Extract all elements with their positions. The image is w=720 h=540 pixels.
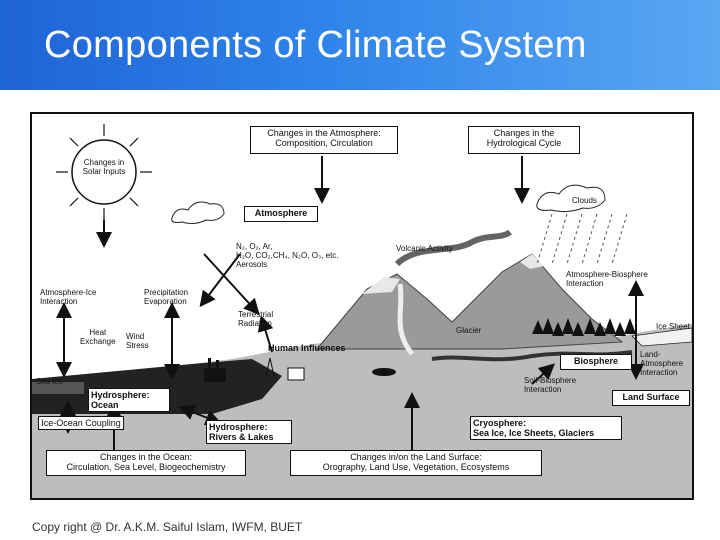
title-bar: Components of Climate System [0,0,720,90]
terrestrial-line1: Terrestrial [238,310,273,319]
hydro-changes-box: Changes in the Hydrological Cycle [468,126,580,154]
ocean-changes-line1: Changes in the Ocean: [49,452,243,462]
slide-title: Components of Climate System [44,24,587,67]
gases-line3: Aerosols [236,260,339,269]
atm-bio-label: Atmosphere-Biosphere Interaction [566,270,648,288]
atm-bio-line2: Interaction [566,279,648,288]
precip-line2: Evaporation [144,297,188,306]
ice-sheet-label: Ice Sheet [656,322,690,331]
land-changes-line1: Changes in/on the Land Surface: [293,452,539,462]
gases-label: N₂, O₂, Ar, H₂O, CO₂,CH₄, N₂O, O₃, etc. … [236,242,339,269]
land-surface-box: Land Surface [612,390,690,406]
house [288,368,304,380]
soil-bio-label: Soil-Biosphere Interaction [524,376,576,394]
cloud-left [172,202,224,224]
hydro-rivers-line2: Rivers & Lakes [209,432,289,442]
land-changes-box: Changes in/on the Land Surface: Orograph… [290,450,542,476]
terrestrial-line2: Radiation [238,319,273,328]
factory [204,368,226,382]
atm-ice-line1: Atmosphere-Ice [40,288,96,297]
terrestrial-label: Terrestrial Radiation [238,310,273,328]
cryosphere-line1: Cryosphere: [473,418,619,428]
soil-bio-line1: Soil-Biosphere [524,376,576,385]
atm-ice-label: Atmosphere-Ice Interaction [40,288,96,306]
heat-label: Heat Exchange [80,328,116,346]
gases-arrow [202,254,240,304]
solar-label: Changes in Solar Inputs [76,158,132,176]
hydro-rivers-line1: Hydrosphere: [209,422,289,432]
car [372,368,396,376]
heat-line2: Exchange [80,337,116,346]
precip-line1: Precipitation [144,288,188,297]
land-changes-line2: Orography, Land Use, Vegetation, Ecosyst… [293,462,539,472]
hydro-ocean-box: Hydrosphere: Ocean [88,388,170,412]
atm-bio-line1: Atmosphere-Biosphere [566,270,648,279]
hydro-changes-line2: Hydrological Cycle [471,138,577,148]
atm-changes-box: Changes in the Atmosphere: Composition, … [250,126,398,154]
sea-ice-label: Sea Ice [36,377,63,386]
footer-copyright: Copy right @ Dr. A.K.M. Saiful Islam, IW… [32,520,302,534]
hydro-changes-line1: Changes in the [471,128,577,138]
atmosphere-box: Atmosphere [244,206,318,222]
wind-label: Wind Stress [126,332,149,350]
solar-line2: Solar Inputs [76,167,132,176]
biosphere-box: Biosphere [560,354,632,370]
solar-line1: Changes in [76,158,132,167]
glacier-label: Glacier [456,326,481,335]
land-atm-line1: Land- [640,350,683,359]
land-atm-line3: Interaction [640,368,683,377]
cryosphere-box: Cryosphere: Sea Ice, Ice Sheets, Glacier… [470,416,622,440]
soil-bio-line2: Interaction [524,385,576,394]
atm-changes-line2: Composition, Circulation [253,138,395,148]
land-atm-line2: Atmosphere [640,359,683,368]
human-influences-label: Human Influences [268,344,346,353]
climate-diagram: Changes in the Atmosphere: Composition, … [30,112,694,500]
ocean-changes-box: Changes in the Ocean: Circulation, Sea L… [46,450,246,476]
hydro-ocean-line1: Hydrosphere: [91,390,167,400]
atm-changes-line1: Changes in the Atmosphere: [253,128,395,138]
rain [537,214,627,264]
hydro-rivers-box: Hydrosphere: Rivers & Lakes [206,420,292,444]
hydro-ocean-line2: Ocean [91,400,167,410]
cryosphere-line2: Sea Ice, Ice Sheets, Glaciers [473,428,619,438]
gases-line2: H₂O, CO₂,CH₄, N₂O, O₃, etc. [236,251,339,260]
ice-ocean-box: Ice-Ocean Coupling [38,416,124,430]
wind-line1: Wind [126,332,149,341]
wind-line2: Stress [126,341,149,350]
ocean-changes-line2: Circulation, Sea Level, Biogeochemistry [49,462,243,472]
gases-line1: N₂, O₂, Ar, [236,242,339,251]
land-atm-label: Land- Atmosphere Interaction [640,350,683,377]
clouds-label: Clouds [572,196,597,205]
heat-line1: Heat [80,328,116,337]
volcanic-label: Volcanic Activity [396,244,453,253]
precip-label: Precipitation Evaporation [144,288,188,306]
atm-ice-line2: Interaction [40,297,96,306]
